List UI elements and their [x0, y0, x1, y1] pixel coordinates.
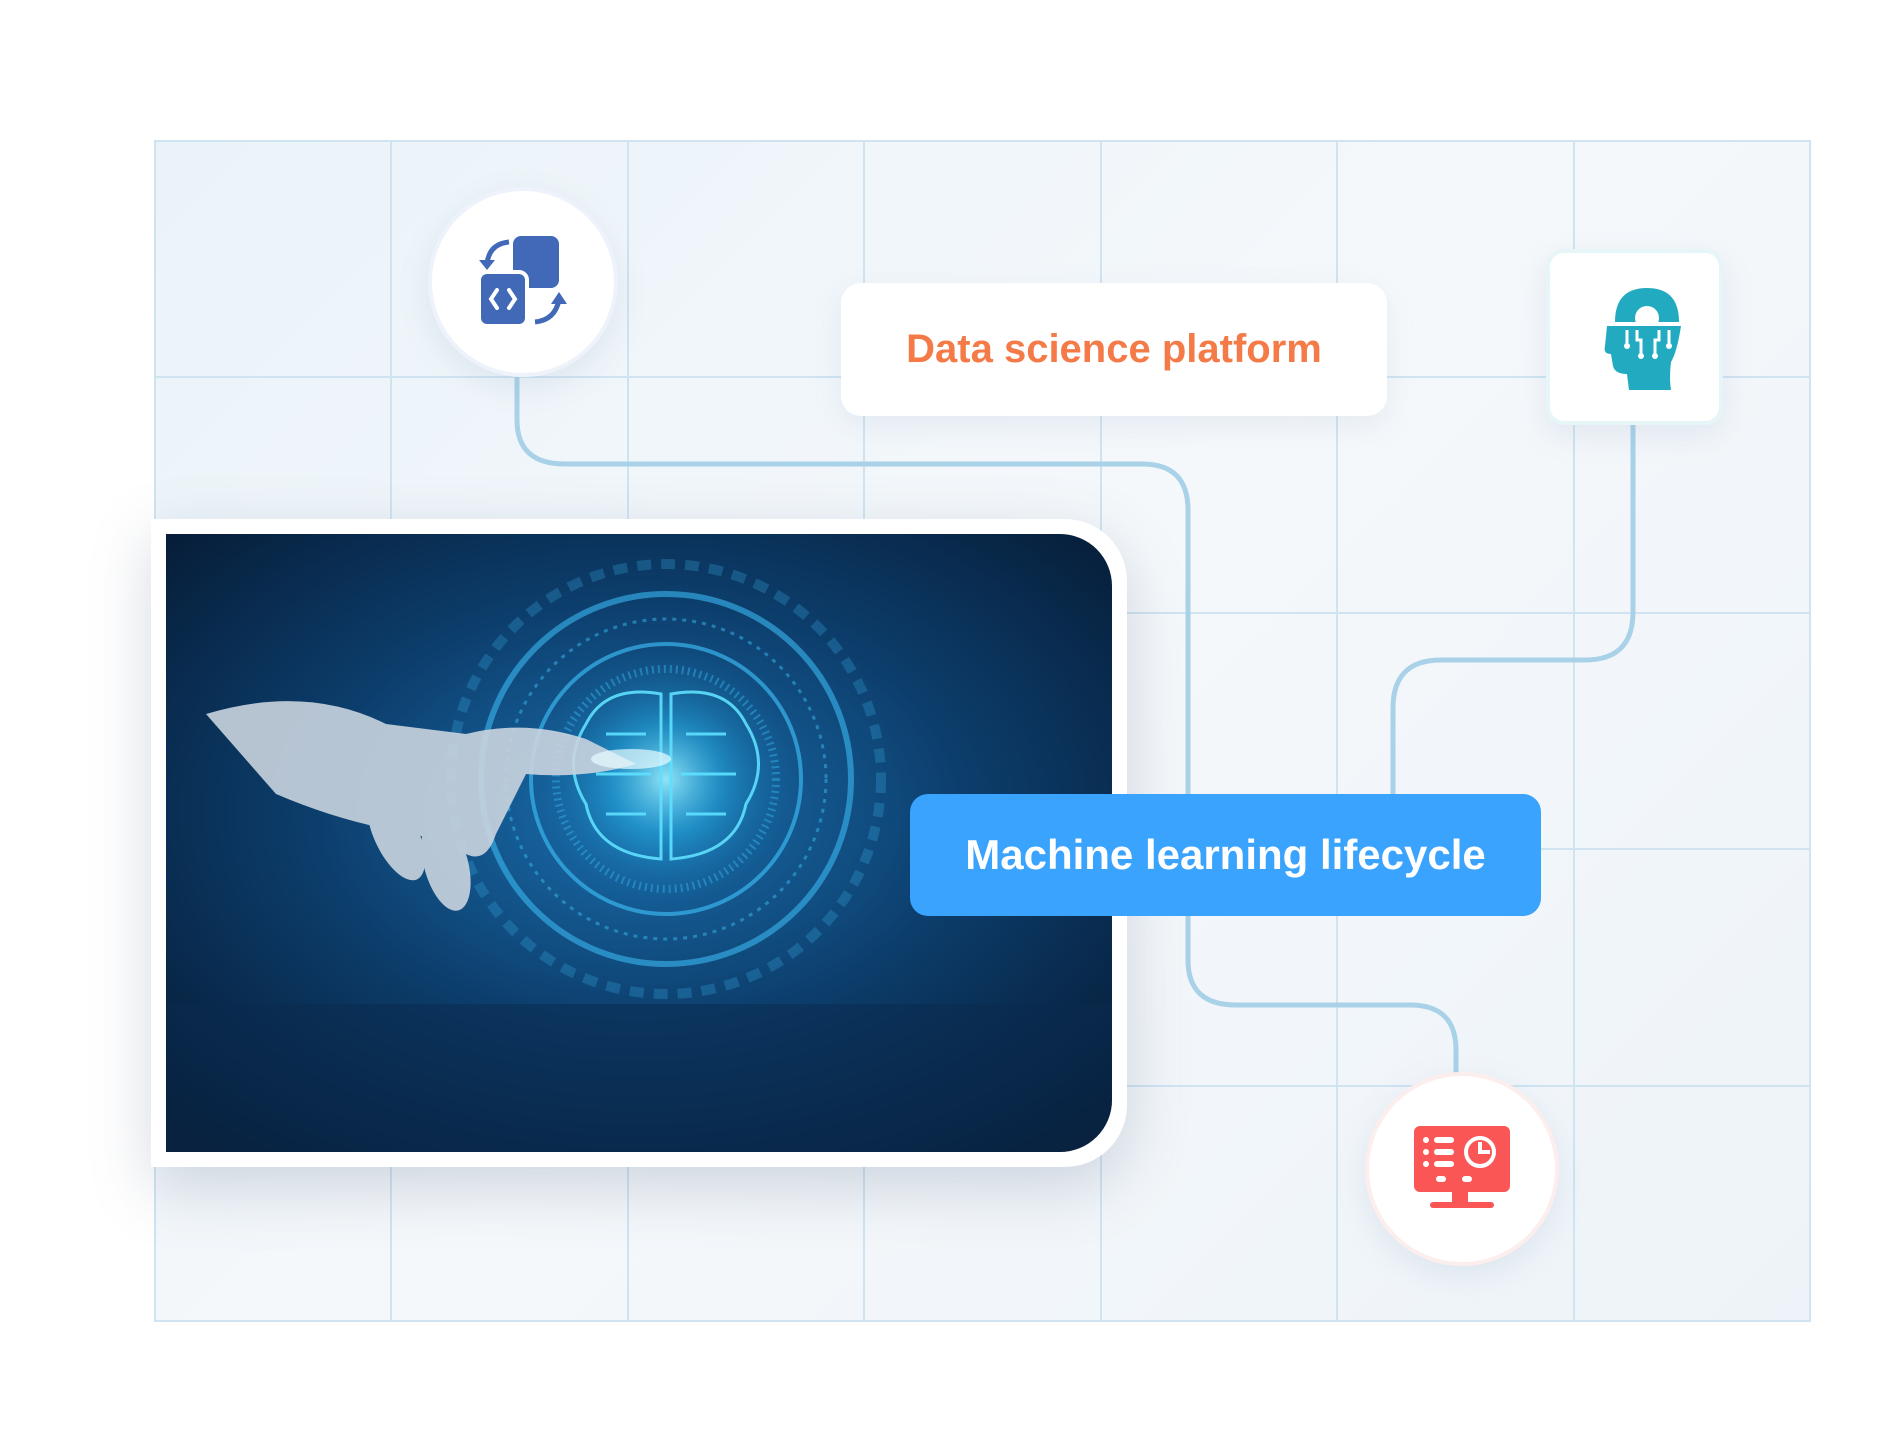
code-sync-node [428, 187, 618, 377]
machine-learning-lifecycle-label: Machine learning lifecycle [910, 794, 1541, 916]
code-sync-icon [477, 236, 567, 328]
monitor-dashboard-icon [1414, 1126, 1510, 1208]
ai-head-gear-icon [1604, 288, 1681, 390]
data-science-platform-label: Data science platform [841, 283, 1387, 416]
ai-head-node [1546, 249, 1723, 425]
monitor-dashboard-node [1365, 1072, 1559, 1266]
